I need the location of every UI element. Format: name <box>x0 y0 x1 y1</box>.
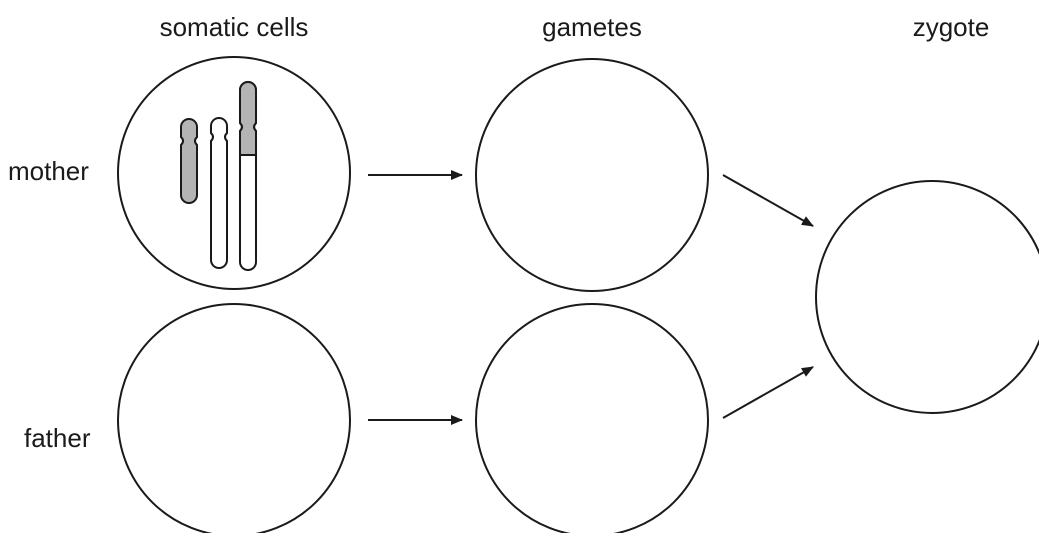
chromosome-unshaded-medium <box>210 117 228 269</box>
zygote-cell[interactable] <box>815 180 1039 414</box>
arrow-father-gamete-to-zygote <box>722 366 814 419</box>
column-label-gametes: gametes <box>542 12 642 42</box>
column-label-somatic-cells: somatic cells <box>159 12 309 42</box>
chromosome-shaded-short <box>180 118 198 204</box>
mother-gamete-cell[interactable] <box>475 58 709 292</box>
father-somatic-cell[interactable] <box>117 303 351 533</box>
chromosome-set <box>180 81 257 271</box>
father-gamete-cell[interactable] <box>475 303 709 533</box>
arrow-mother-gamete-to-zygote <box>722 174 814 227</box>
row-label-mother: mother <box>8 156 89 186</box>
column-label-zygote: zygote <box>912 12 990 42</box>
chromosome-long-shaded-segment <box>239 81 257 156</box>
mother-somatic-cell[interactable] <box>117 56 351 290</box>
row-label-father: father <box>24 423 91 453</box>
